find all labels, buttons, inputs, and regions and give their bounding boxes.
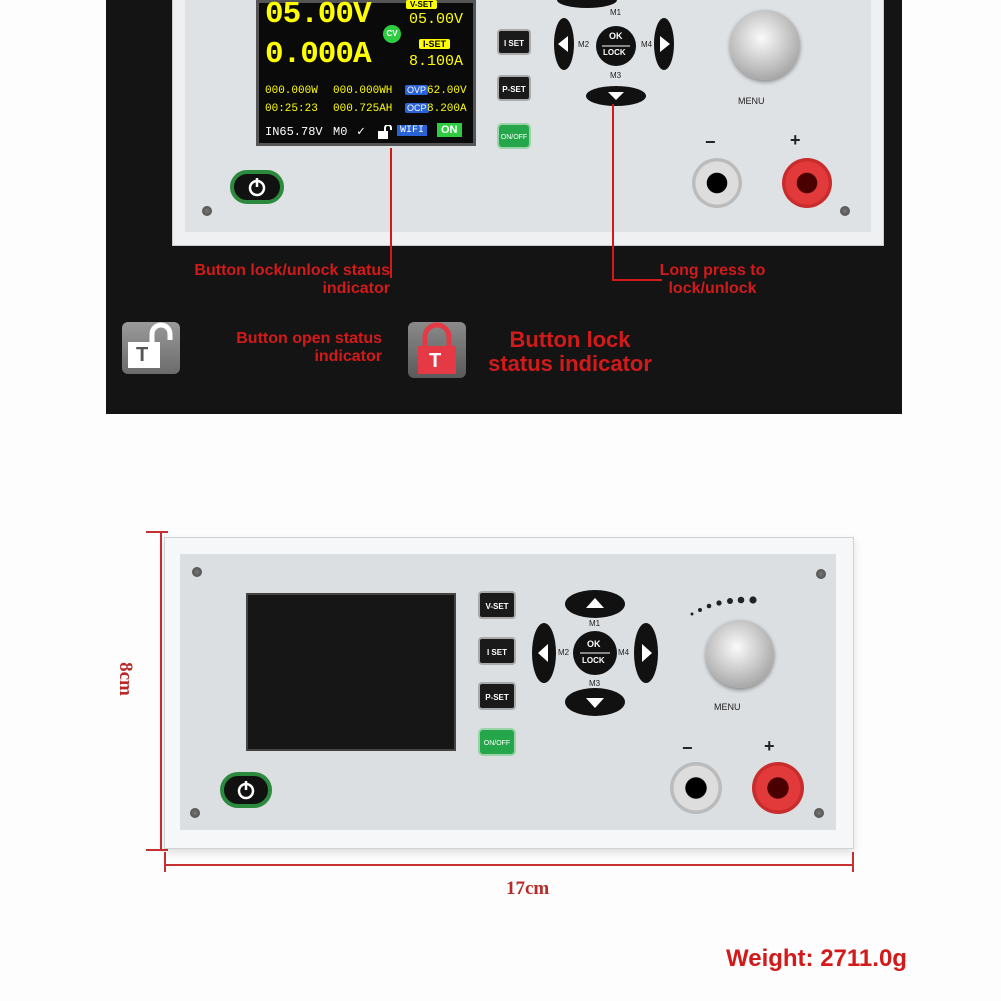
lcd-vset-tag: V-SET <box>406 0 438 9</box>
annotation-long-press-line1: Long press to <box>659 262 766 279</box>
lcd-on-badge: ON <box>437 123 462 137</box>
cv-badge: CV <box>383 25 401 43</box>
lcd-ovp-tag: OVP <box>405 85 429 95</box>
locked-icon-letter: T <box>429 350 442 372</box>
lcd-charge: 000.725AH <box>333 103 393 115</box>
top-power-button[interactable] <box>230 170 284 204</box>
height-dimension-line <box>160 532 162 850</box>
lcd-current: 0.000A <box>265 37 372 72</box>
power-icon <box>248 178 266 197</box>
width-label: 17cm <box>506 878 550 899</box>
top-lcd-screen: 05.00V 0.000A CV 05.00V I-SET 8.100A 000… <box>256 0 476 146</box>
bottom-lcd-screen <box>246 593 456 751</box>
annotation-lock-indicator: Button lock status indicator <box>470 327 670 377</box>
annotation-lock-indicator-line1: Button lock <box>509 327 631 352</box>
bottom-minus-sign: − <box>682 738 693 758</box>
annotation-lock-status-line2: indicator <box>322 279 390 297</box>
top-screw-left <box>202 206 212 216</box>
lcd-voltage: 05.00V <box>265 0 372 32</box>
top-m1-label: M1 <box>610 8 622 17</box>
locked-padlock-icon: T <box>408 322 466 378</box>
lcd-time: 00:25:23 <box>265 103 318 115</box>
annotation-lock-status: Button lock/unlock status indicator <box>140 262 390 297</box>
top-onoff-button[interactable]: ON/OFF <box>497 123 531 149</box>
bottom-vset-button[interactable]: V-SET <box>478 591 516 619</box>
top-m3-label: M3 <box>610 71 622 80</box>
unlocked-padlock-icon: T <box>122 322 180 374</box>
annotation-long-press: Long press to lock/unlock <box>640 262 785 297</box>
height-dimension-bottom-tick <box>146 849 168 851</box>
height-dimension-top-tick <box>146 531 168 533</box>
lcd-ocp-tag: OCP <box>405 103 429 113</box>
weight-label: Weight: 2711.0g <box>726 945 907 972</box>
top-lock-label[interactable]: LOCK <box>603 48 626 57</box>
lcd-input-voltage: IN65.78V <box>265 125 323 139</box>
annotation-open-status-line2: indicator <box>314 347 382 365</box>
bottom-m2-label: M2 <box>558 648 570 657</box>
top-iset-button[interactable]: I SET <box>497 29 531 55</box>
lcd-energy: 000.000WH <box>333 85 393 97</box>
annotation-lock-status-line1: Button lock/unlock status <box>194 262 390 279</box>
bottom-iset-button[interactable]: I SET <box>478 637 516 665</box>
unlocked-icon-letter: T <box>136 344 149 366</box>
annotation-open-status-line1: Button open status <box>236 330 382 347</box>
width-dimension-line <box>164 864 854 866</box>
top-plus-sign: + <box>790 130 801 150</box>
annotation-line-lock-status <box>390 148 392 278</box>
height-label: 8cm <box>114 662 136 696</box>
bottom-lock-label[interactable]: LOCK <box>582 656 605 665</box>
bottom-m3-label: M3 <box>589 679 601 688</box>
lcd-wifi: WIFI <box>397 125 428 136</box>
top-m2-label: M2 <box>578 40 590 49</box>
top-m4-label: M4 <box>641 40 653 49</box>
top-ok-label[interactable]: OK <box>609 31 623 41</box>
power-icon <box>237 781 255 800</box>
top-pset-button[interactable]: P-SET <box>497 75 531 101</box>
bottom-menu-knob[interactable] <box>706 620 774 688</box>
lcd-ovp-value: 62.00V <box>427 85 467 97</box>
annotation-line-long-press-horizontal <box>612 279 662 281</box>
lcd-vset-value: 05.00V <box>409 11 464 28</box>
annotation-long-press-line2: lock/unlock <box>668 279 757 297</box>
top-screw-right <box>840 206 850 216</box>
top-positive-terminal[interactable] <box>782 158 832 208</box>
lcd-memory: M0 <box>333 125 348 139</box>
bottom-screw-bottom-right <box>814 808 824 818</box>
top-minus-sign: − <box>705 132 716 152</box>
bottom-ok-label[interactable]: OK <box>587 639 601 649</box>
bottom-m1-label: M1 <box>589 619 601 628</box>
bottom-screw-top-right <box>816 569 826 579</box>
lcd-iset-tag: I-SET <box>419 39 451 49</box>
width-dimension-left-tick <box>164 852 166 872</box>
bottom-positive-terminal[interactable] <box>752 762 804 814</box>
bottom-screw-bottom-left <box>190 808 200 818</box>
lcd-iset-value: 8.100A <box>409 53 464 70</box>
annotation-lock-indicator-line2: status indicator <box>488 351 652 377</box>
bottom-plus-sign: + <box>764 736 775 756</box>
level-dots-indicator <box>688 592 768 618</box>
lcd-ocp-value: 8.200A <box>427 103 467 115</box>
annotation-open-status: Button open status indicator <box>190 330 382 365</box>
bottom-negative-terminal[interactable] <box>670 762 722 814</box>
bottom-menu-label: MENU <box>714 702 741 712</box>
unlock-icon <box>377 124 393 139</box>
width-dimension-right-tick <box>852 852 854 872</box>
bottom-power-button[interactable] <box>220 772 272 808</box>
bottom-onoff-button[interactable]: ON/OFF <box>478 728 516 756</box>
top-negative-terminal[interactable] <box>692 158 742 208</box>
bottom-screw-top-left <box>192 567 202 577</box>
lcd-power: 000.000W <box>265 85 318 97</box>
top-menu-label: MENU <box>738 96 765 106</box>
top-menu-knob[interactable] <box>730 10 800 80</box>
annotation-line-long-press-vertical <box>612 104 614 280</box>
bottom-m4-label: M4 <box>618 648 630 657</box>
bottom-dpad: OK LOCK M1 M2 M3 M4 <box>530 590 660 716</box>
bottom-pset-button[interactable]: P-SET <box>478 682 516 710</box>
top-dpad: OK LOCK M1 M2 M3 M4 <box>550 0 680 108</box>
check-mark-icon: ✓ <box>357 124 365 139</box>
